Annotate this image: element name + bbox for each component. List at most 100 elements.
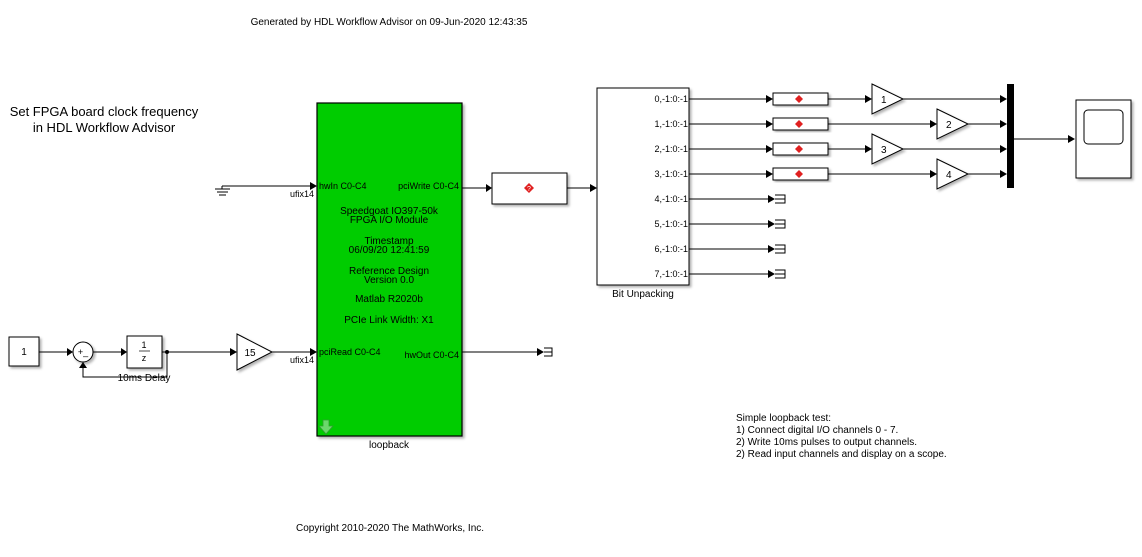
loopback-line-5: Version 0.0 (364, 275, 414, 286)
arrow-head (768, 195, 775, 203)
unpack-output-label: 5,-1:0:-1 (654, 219, 688, 229)
data-type-conversion-icon: ? (524, 183, 534, 193)
gain-block-15[interactable]: 15 (236, 333, 274, 371)
terminator-block[interactable] (775, 269, 786, 279)
data-type-conversion-icon (795, 145, 803, 153)
delay-denominator: z (142, 353, 147, 363)
constant-block[interactable]: 1 (8, 336, 40, 367)
note-line: 2) Read input channels and display on a … (736, 449, 947, 460)
arrow-head (930, 170, 937, 178)
arrow-head (486, 184, 492, 192)
data-type-conversion-block[interactable] (772, 167, 829, 181)
gain-value: 2 (946, 120, 952, 131)
loopback-label: loopback (369, 440, 410, 451)
terminator-block[interactable] (775, 244, 786, 254)
note-line: 1) Connect digital I/O channels 0 - 7. (736, 425, 898, 436)
arrow-head (768, 270, 775, 278)
arrow-head (768, 220, 775, 228)
bit-unpacking-label: Bit Unpacking (612, 289, 674, 300)
loopback-line-2: Timestamp (364, 236, 414, 247)
arrow-head (310, 348, 317, 356)
arrow-head (766, 170, 773, 178)
scope-icon (1083, 109, 1124, 145)
data-type-conversion-block[interactable] (772, 92, 829, 106)
terminator-block[interactable] (544, 347, 553, 357)
arrow-head (865, 95, 872, 103)
delay-numerator: 1 (141, 340, 146, 350)
note-line: 2) Write 10ms pulses to output channels. (736, 437, 917, 448)
generated-header: Generated by HDL Workflow Advisor on 09-… (251, 17, 528, 28)
data-type-conversion-block[interactable] (772, 142, 829, 156)
arrow-head (1000, 120, 1007, 128)
loopback-line-3: 06/09/20 12:41:59 (349, 245, 430, 256)
arrow-head (121, 348, 127, 356)
data-type-conversion-icon (795, 170, 803, 178)
sum-block[interactable]: +_ (72, 341, 94, 363)
ground-block[interactable] (215, 186, 230, 196)
arrow-head (1000, 145, 1007, 153)
note-line: Simple loopback test: (736, 413, 831, 424)
arrow-head (1000, 95, 1007, 103)
arrow-head (230, 348, 237, 356)
gain-block-4[interactable]: 4 (936, 158, 970, 190)
copyright-footer: Copyright 2010-2020 The MathWorks, Inc. (296, 523, 484, 534)
gain-block-1[interactable]: 1 (871, 83, 905, 115)
gain-value: 1 (881, 95, 887, 106)
arrow-head (67, 348, 73, 356)
scope-block[interactable] (1075, 99, 1132, 179)
arrow-head (768, 245, 775, 253)
loopback-line-0: Speedgoat IO397-50k (340, 206, 439, 217)
svg-text:?: ? (527, 186, 531, 193)
data-type-conversion-block[interactable] (772, 117, 829, 131)
port-pciread: pciRead C0-C4 (319, 347, 381, 357)
loopback-line-1: FPGA I/O Module (350, 215, 429, 226)
port-hwin: hwIn C0-C4 (319, 181, 367, 191)
loopback-line-6: Matlab R2020b (355, 294, 423, 305)
bit-unpacking-block[interactable] (596, 87, 690, 286)
loopback-subsystem[interactable]: hwIn C0-C4 pciWrite C0-C4 pciRead C0-C4 … (316, 102, 463, 437)
gain-block-2[interactable]: 2 (936, 108, 970, 140)
unpack-output-label: 3,-1:0:-1 (654, 169, 688, 179)
arrow-head (766, 95, 773, 103)
terminator-block[interactable] (775, 194, 786, 204)
arrow-head (310, 182, 317, 190)
wire-feedback[interactable] (82, 352, 168, 378)
unpack-output-label: 7,-1:0:-1 (654, 269, 688, 279)
clock-annotation-line1: Set FPGA board clock frequency (10, 104, 199, 119)
arrow-head (1068, 135, 1075, 143)
loopback-line-7: PCIe Link Width: X1 (344, 315, 434, 326)
unpack-output-label: 0,-1:0:-1 (654, 94, 688, 104)
port-hwout: hwOut C0-C4 (404, 350, 459, 360)
terminator-block[interactable] (775, 219, 786, 229)
unpack-output-label: 2,-1:0:-1 (654, 144, 688, 154)
loopback-body[interactable] (316, 102, 463, 437)
arrow-head (865, 145, 872, 153)
data-type-conversion-icon (795, 120, 803, 128)
loopback-line-4: Reference Design (349, 266, 429, 277)
clock-annotation-line2: in HDL Workflow Advisor (33, 120, 176, 135)
sum-signs: +_ (78, 347, 89, 357)
signal-type-pciread: ufix14 (290, 355, 314, 365)
arrow-head (766, 120, 773, 128)
mux-block[interactable] (1007, 84, 1014, 188)
unpack-output-label: 4,-1:0:-1 (654, 194, 688, 204)
port-pciwrite: pciWrite C0-C4 (398, 181, 459, 191)
arrow-head (590, 184, 597, 192)
unpack-output-label: 1,-1:0:-1 (654, 119, 688, 129)
gain-value: 3 (881, 145, 887, 156)
delay-label: 10ms Delay (118, 373, 171, 384)
arrow-head (930, 120, 937, 128)
signal-type-hwin: ufix14 (290, 189, 314, 199)
data-type-conversion-block[interactable]: ? (491, 172, 568, 205)
data-type-conversion-icon (795, 95, 803, 103)
down-arrow-icon[interactable] (318, 419, 334, 435)
gain-block-3[interactable]: 3 (871, 133, 905, 165)
unit-delay-block[interactable]: 1 z (126, 335, 163, 369)
arrow-head (766, 145, 773, 153)
arrow-head (79, 362, 87, 368)
arrow-head (1000, 170, 1007, 178)
unpack-output-label: 6,-1:0:-1 (654, 244, 688, 254)
gain-value: 15 (244, 348, 256, 359)
constant-value: 1 (21, 347, 27, 358)
